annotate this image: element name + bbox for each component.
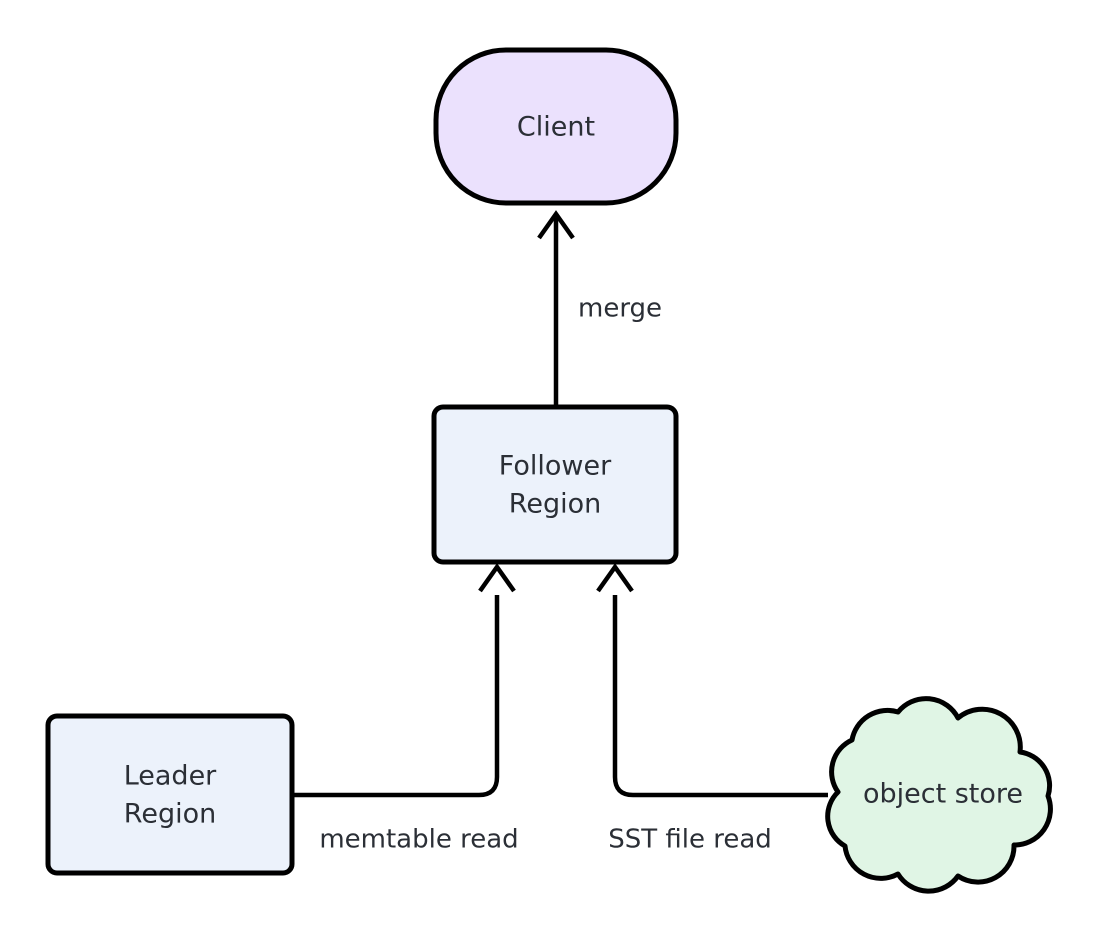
client-shape[interactable] [433,47,679,206]
leader-region-label-line2: Region [124,799,216,830]
arrow-head-sst-file-read [596,563,634,593]
edge-follower-to-client: merge [537,210,662,407]
follower-region-shape[interactable] [431,404,679,565]
object-store-shape[interactable] [825,696,1053,894]
follower-region-label-line1: Follower [499,451,612,482]
leader-region-label-line1: Leader [124,761,217,792]
edge-line-memtable-read [292,595,500,798]
arrow-head-memtable-read [478,563,516,593]
edge-label-memtable-read: memtable read [319,825,518,855]
client-label: Client [517,112,595,143]
edge-line-sst-file-read [612,595,828,798]
edge-label-sst-file-read: SST file read [608,825,772,855]
node-follower-region[interactable]: Follower Region [431,404,679,565]
node-object-store[interactable]: object store [825,696,1053,894]
object-store-label: object store [863,779,1023,810]
edge-leader-to-follower: memtable read [292,563,519,855]
node-leader-region[interactable]: Leader Region [45,713,295,876]
edge-label-merge: merge [578,294,662,324]
edge-objectstore-to-follower: SST file read [596,563,828,855]
leader-region-shape[interactable] [45,713,295,876]
node-client[interactable]: Client [433,47,679,206]
follower-region-label-line2: Region [509,489,601,520]
arrow-head-merge [537,210,575,240]
